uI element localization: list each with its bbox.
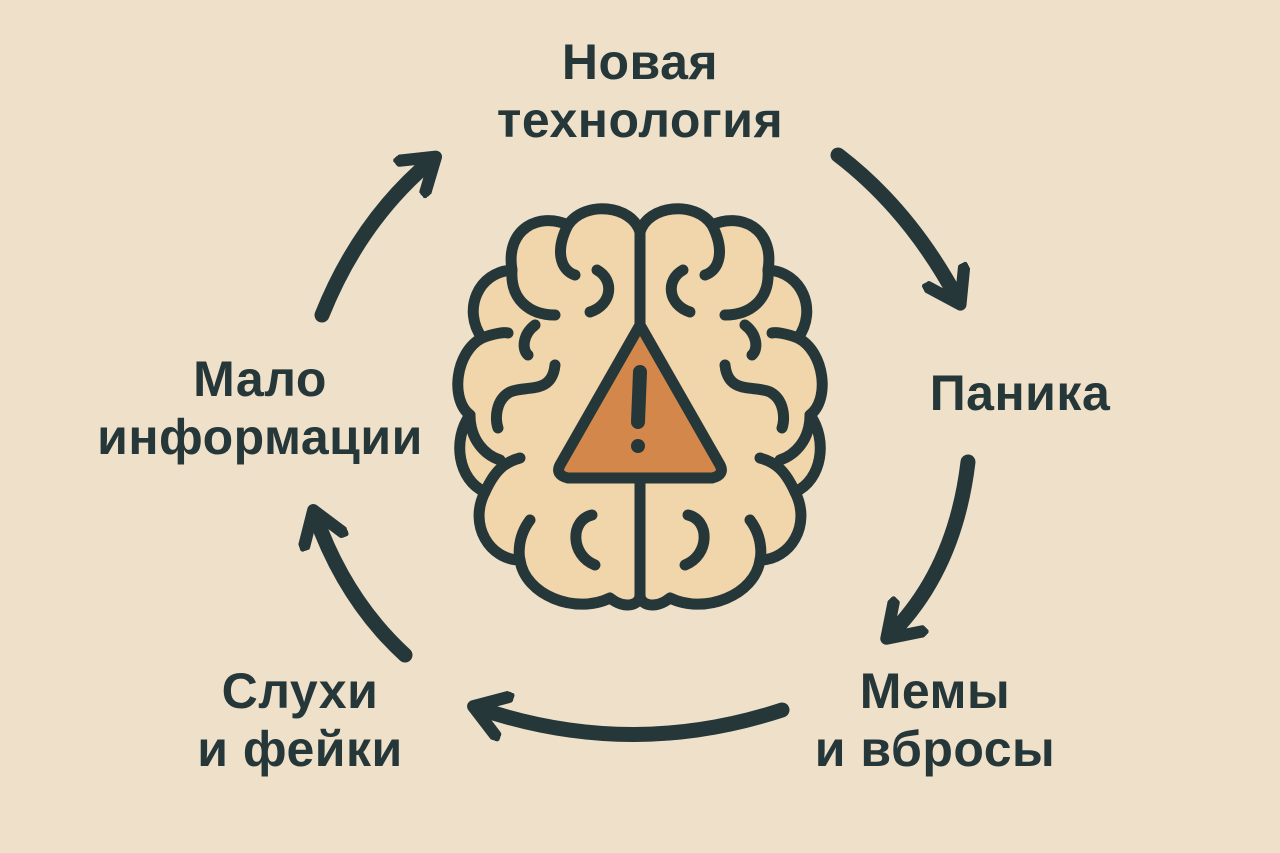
- node-label-line: и вбросы: [814, 721, 1056, 777]
- node-little-information: Мало информации: [60, 350, 460, 466]
- node-panic: Паника: [890, 364, 1150, 422]
- arrow-memes-to-rumors: [478, 708, 790, 742]
- node-new-technology: Новая технология: [440, 33, 840, 149]
- node-memes: Мемы и вбросы: [780, 662, 1090, 778]
- node-label-line: информации: [97, 409, 423, 465]
- exclamation-mark: [631, 365, 647, 429]
- node-label-line: технология: [496, 92, 784, 148]
- node-label-line: Мало: [193, 351, 327, 407]
- arrow-info-to-tech: [314, 160, 432, 323]
- node-label-line: Новая: [561, 34, 719, 90]
- node-label-line: Паника: [929, 365, 1111, 421]
- arrow-tech-to-panic: [830, 147, 958, 300]
- arrow-panic-to-memes: [890, 454, 976, 635]
- node-rumors: Слухи и фейки: [150, 662, 450, 778]
- node-label-line: Слухи: [221, 663, 379, 719]
- node-label-line: и фейки: [197, 721, 403, 777]
- brain-icon: [452, 209, 822, 605]
- arrow-rumors-to-info: [315, 515, 413, 663]
- node-label-line: Мемы: [859, 663, 1011, 719]
